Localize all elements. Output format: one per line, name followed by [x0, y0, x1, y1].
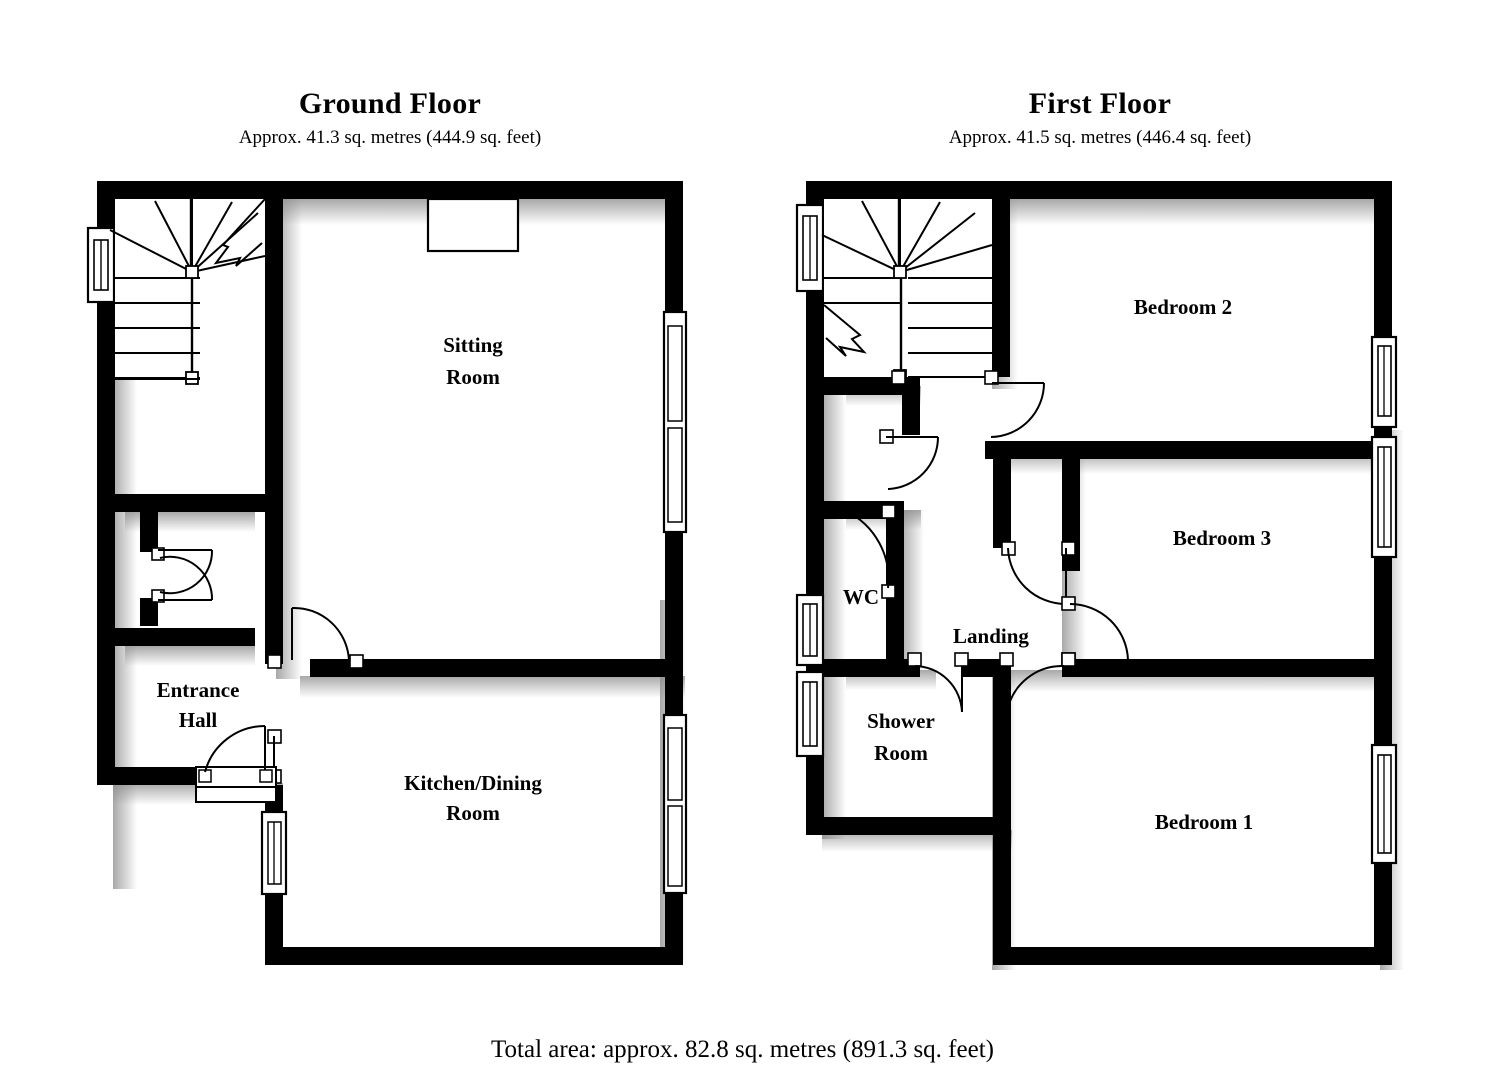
label-shower-room-line2: Room — [874, 741, 928, 765]
ground-floor-heading: Ground Floor Approx. 41.3 sq. metres (44… — [70, 88, 710, 147]
door-understairs-cupboard — [151, 547, 214, 603]
ground-floor-area: Approx. 41.3 sq. metres (444.9 sq. feet) — [238, 126, 542, 148]
first-floor-room-labels: Bedroom 2 Bedroom 3 Bedroom 1 Landing WC… — [843, 295, 1271, 834]
window-first-right-bedroom2 — [1370, 335, 1398, 429]
ground-floor-title: Ground Floor — [298, 87, 482, 120]
label-entrance-hall-line2: Hall — [179, 708, 218, 732]
ground-floor-walls — [97, 181, 683, 965]
first-floor-title: First Floor — [1028, 87, 1172, 120]
ground-floor-windows — [86, 226, 688, 896]
window-first-right-bedroom1 — [1370, 743, 1398, 865]
first-floor-windows — [795, 203, 1398, 865]
total-area-text: Total area: approx. 82.8 sq. metres (891… — [491, 1036, 994, 1063]
label-bedroom3: Bedroom 3 — [1173, 526, 1271, 550]
window-first-right-bedroom3 — [1370, 435, 1398, 559]
ground-floor-staircase — [109, 198, 266, 385]
door-landing-to-shower-room — [907, 652, 969, 713]
label-entrance-hall-line1: Entrance — [157, 678, 240, 702]
ground-floor-room-labels: Sitting Room Kitchen/Dining Room Entranc… — [157, 333, 543, 825]
ground-floor-plan: Sitting Room Kitchen/Dining Room Entranc… — [86, 181, 688, 965]
ground-floor-doors — [151, 547, 364, 803]
label-wc: WC — [843, 585, 879, 609]
first-floor-area: Approx. 41.5 sq. metres (446.4 sq. feet) — [948, 126, 1252, 148]
door-landing-to-bedroom1 — [999, 652, 1076, 713]
label-sitting-room-line1: Sitting — [443, 333, 503, 357]
door-landing-to-wc — [845, 504, 896, 599]
window-first-left-wc — [795, 593, 825, 667]
sitting-room-chimney-recess — [426, 197, 520, 253]
first-floor-heading: First Floor Approx. 41.5 sq. metres (446… — [780, 88, 1420, 147]
door-hall-to-sitting-room — [267, 606, 364, 669]
door-front-entrance — [195, 724, 277, 803]
label-kitchen-dining-line2: Room — [446, 801, 500, 825]
window-ground-right-kitchen — [662, 713, 688, 895]
label-kitchen-dining-line1: Kitchen/Dining — [404, 771, 542, 795]
window-ground-right-sitting — [662, 310, 688, 534]
label-shower-room-line1: Shower — [867, 709, 935, 733]
first-floor-plan: Bedroom 2 Bedroom 3 Bedroom 1 Landing WC… — [795, 181, 1404, 970]
window-first-left-stairs — [795, 203, 825, 293]
label-landing: Landing — [953, 624, 1029, 648]
window-ground-kitchen-left — [260, 810, 288, 896]
window-first-left-shower — [795, 670, 825, 758]
door-wc-upper — [879, 429, 939, 490]
window-ground-left — [86, 226, 116, 304]
first-floor-walls — [806, 181, 1392, 965]
door-landing-to-bedroom2 — [891, 370, 1045, 438]
label-sitting-room-line2: Room — [446, 365, 500, 389]
label-bedroom1: Bedroom 1 — [1155, 810, 1253, 834]
first-floor-doors — [845, 370, 1129, 713]
label-bedroom2: Bedroom 2 — [1134, 295, 1232, 319]
first-floor-staircase — [821, 199, 993, 383]
door-landing-to-bedroom3 — [1001, 541, 1076, 605]
